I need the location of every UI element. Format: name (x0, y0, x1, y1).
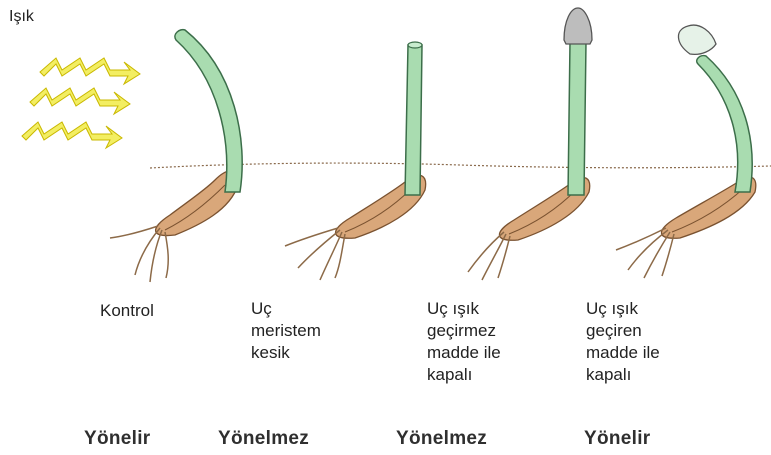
result-label-opaque-cap: Yönelmez (396, 428, 487, 450)
soil-surface (150, 163, 771, 168)
seedling-transparent-cap (616, 25, 756, 278)
condition-label-tip-cut: Uç meristem kesik (251, 298, 321, 364)
condition-label-control: Kontrol (100, 300, 154, 322)
result-label-tip-cut: Yönelmez (218, 428, 309, 450)
light-ray-3 (22, 122, 122, 148)
light-ray-2 (30, 88, 130, 114)
coleoptile-stem (697, 56, 752, 192)
seedling-opaque-cap (468, 8, 592, 280)
opaque-cap (564, 8, 592, 44)
coleoptile-stem (568, 42, 586, 195)
condition-label-transparent-cap: Uç ışık geçiren madde ile kapalı (586, 298, 660, 386)
roots (285, 228, 345, 280)
transparent-cap (678, 25, 716, 54)
cut-surface (408, 42, 422, 48)
seedling-tip-cut (285, 42, 426, 280)
light-rays (22, 58, 140, 148)
coleoptile-stem (405, 45, 422, 195)
coleoptile-stem (175, 30, 242, 192)
roots (468, 232, 510, 280)
result-label-control: Yönelir (84, 428, 151, 450)
condition-label-opaque-cap: Uç ışık geçirmez madde ile kapalı (427, 298, 501, 386)
result-label-transparent-cap: Yönelir (584, 428, 651, 450)
light-ray-1 (40, 58, 140, 84)
